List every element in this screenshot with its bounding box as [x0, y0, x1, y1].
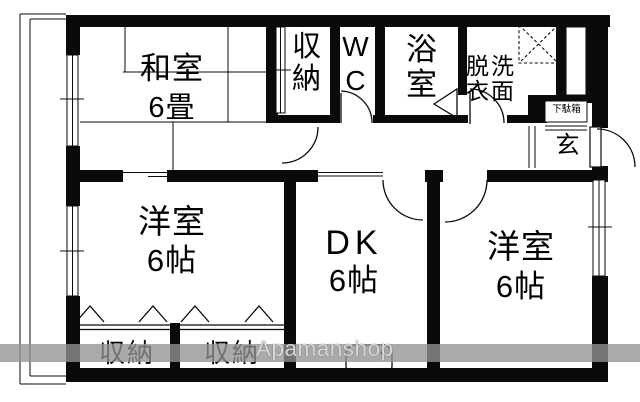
dk-door-arc — [382, 179, 424, 221]
shoe-cabinet-label: 下駄箱 — [552, 104, 581, 115]
door-arcs — [281, 87, 636, 223]
closet-top-label: 収 納 — [291, 31, 322, 96]
bath-door-wedge — [432, 87, 458, 120]
dk-room-label: DK — [325, 224, 383, 262]
entrance-step-line — [528, 126, 536, 168]
laundry-label: 脱洗 衣面 — [466, 53, 516, 104]
washitsu-western-sliding-door — [123, 172, 230, 177]
closet-folding-doors — [75, 305, 284, 331]
washing-machine-pan-icon — [518, 24, 559, 64]
dk-size-label: 6帖 — [328, 263, 380, 298]
pipe-space — [565, 26, 587, 96]
entrance-label: 玄 — [555, 132, 581, 159]
hall-washitsu-door-arc — [281, 126, 319, 164]
dk-door-panel — [318, 172, 383, 177]
western-right-size-label: 6帖 — [495, 269, 547, 304]
sliding-doors — [123, 125, 587, 177]
shoe-cabinet-box — [544, 100, 588, 123]
washitsu-room-label: 和室 — [140, 51, 204, 86]
washitsu-size-label: 6畳 — [148, 92, 196, 124]
laundry-door-arc — [469, 88, 505, 124]
entrance-door-arc — [596, 128, 636, 168]
bath-label: 浴 室 — [406, 32, 438, 102]
western-right-door-arc — [444, 179, 488, 223]
shoe-cabinet-threshold — [545, 125, 587, 131]
balcony-outline — [19, 13, 66, 385]
watermark-band — [0, 344, 640, 362]
entrance-door-leaf — [589, 126, 602, 168]
wc-label: W C — [342, 31, 370, 96]
tatami-grid — [80, 27, 266, 170]
western-right-room-label: 洋室 — [487, 228, 555, 265]
wc-door-arc — [340, 90, 373, 124]
windows — [60, 26, 612, 297]
western-left-room-label: 洋室 — [138, 203, 206, 240]
watermark-text: Apamanshop — [256, 336, 394, 361]
western-left-size-label: 6帖 — [146, 243, 198, 278]
